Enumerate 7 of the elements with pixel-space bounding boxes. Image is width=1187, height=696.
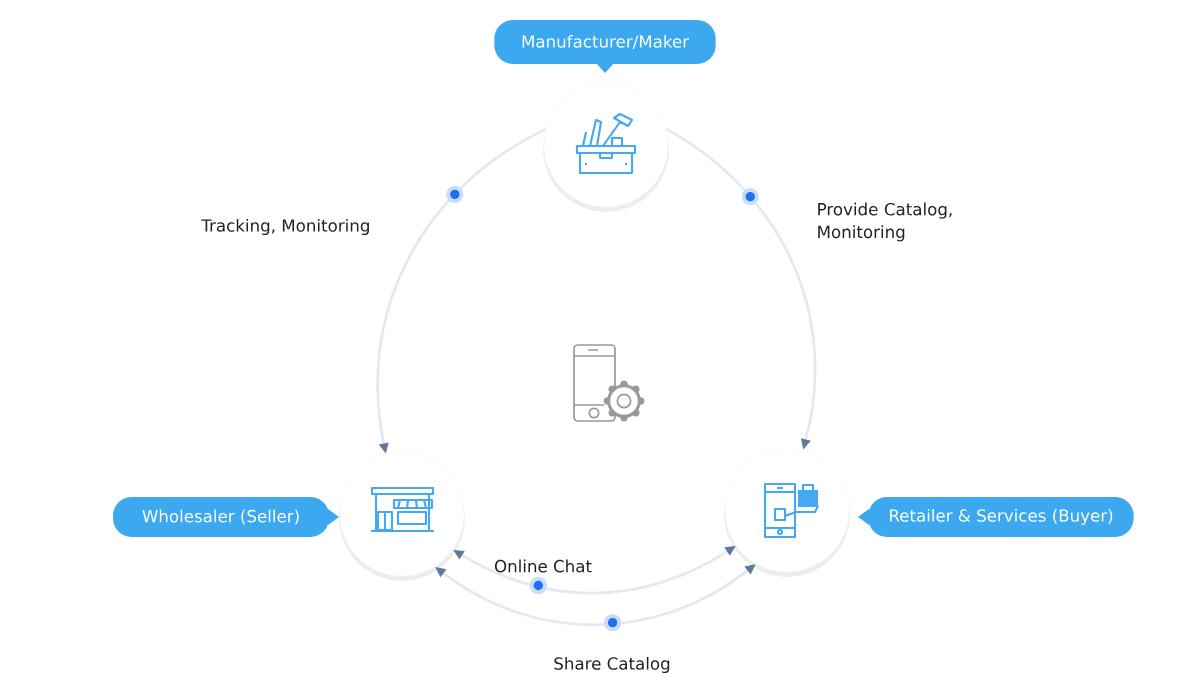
callout-bubble: Manufacturer/Maker bbox=[494, 20, 716, 73]
callout-bubble: Retailer & Services (Buyer) bbox=[858, 497, 1134, 537]
edge-label: Tracking, Monitoring bbox=[201, 218, 369, 236]
callout-bubble: Wholesaler (Seller) bbox=[113, 497, 339, 537]
edge-label: Online Chat bbox=[494, 559, 592, 573]
edge-label: Provide Catalog, Monitoring bbox=[818, 202, 952, 242]
edge-label: Share Catalog bbox=[554, 656, 670, 674]
